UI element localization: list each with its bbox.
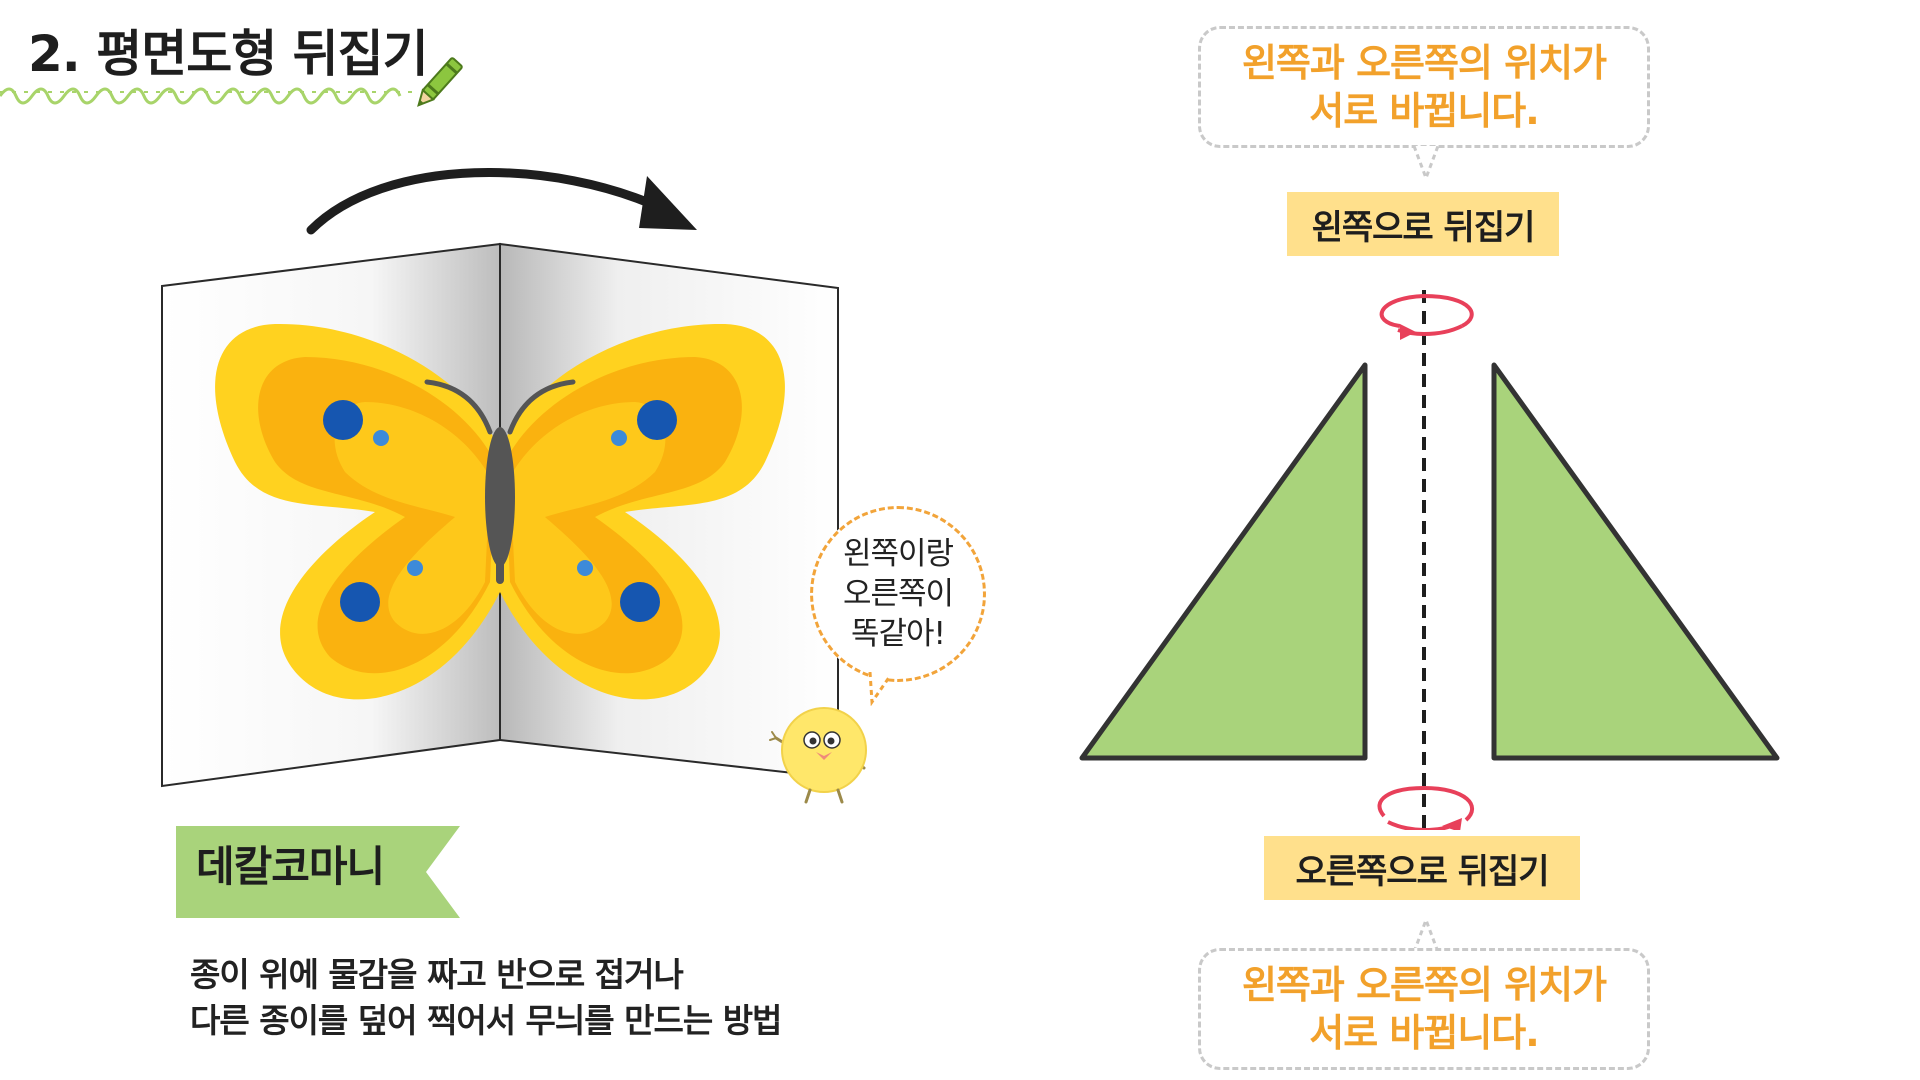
rotate-arrow-icon-bottom [1377, 785, 1474, 830]
callout-bottom: 왼쪽과 오른쪽의 위치가 서로 바뀝니다. [1198, 948, 1650, 1070]
flip-right-label: 오른쪽으로 뒤집기 [1264, 836, 1580, 900]
rotate-arrow-icon-top [1379, 293, 1474, 340]
callout-top-tail [1412, 146, 1440, 182]
callout-bottom-tail [1412, 920, 1440, 952]
title-underline-decoration [0, 87, 420, 105]
callout-top-text: 왼쪽과 오른쪽의 위치가 서로 바뀝니다. [1241, 41, 1607, 133]
description-text: 종이 위에 물감을 짜고 반으로 접거나 다른 종이를 덮어 찍어서 무늬를 만… [190, 955, 782, 1040]
speech-bubble-text: 왼쪽이랑 오른쪽이 똑같아! [842, 536, 954, 652]
flip-diagram [1079, 290, 1780, 830]
speech-bubble-tail [868, 672, 892, 706]
triangle-right [1491, 362, 1780, 761]
callout-top: 왼쪽과 오른쪽의 위치가 서로 바뀝니다. [1198, 26, 1650, 148]
triangle-left [1079, 362, 1368, 761]
speech-bubble: 왼쪽이랑 오른쪽이 똑같아! [810, 506, 986, 682]
ribbon-label: 데칼코마니 [196, 842, 385, 891]
ribbon-banner [176, 826, 460, 918]
callout-bottom-text: 왼쪽과 오른쪽의 위치가 서로 바뀝니다. [1241, 963, 1607, 1055]
page-title: 2. 평면도형 뒤집기 [28, 25, 429, 83]
character-mascot [769, 707, 867, 804]
butterfly-illustration [215, 323, 785, 700]
pencil-icon [417, 57, 463, 107]
fold-arrow-icon [306, 168, 697, 235]
flip-left-label: 왼쪽으로 뒤집기 [1287, 192, 1559, 256]
